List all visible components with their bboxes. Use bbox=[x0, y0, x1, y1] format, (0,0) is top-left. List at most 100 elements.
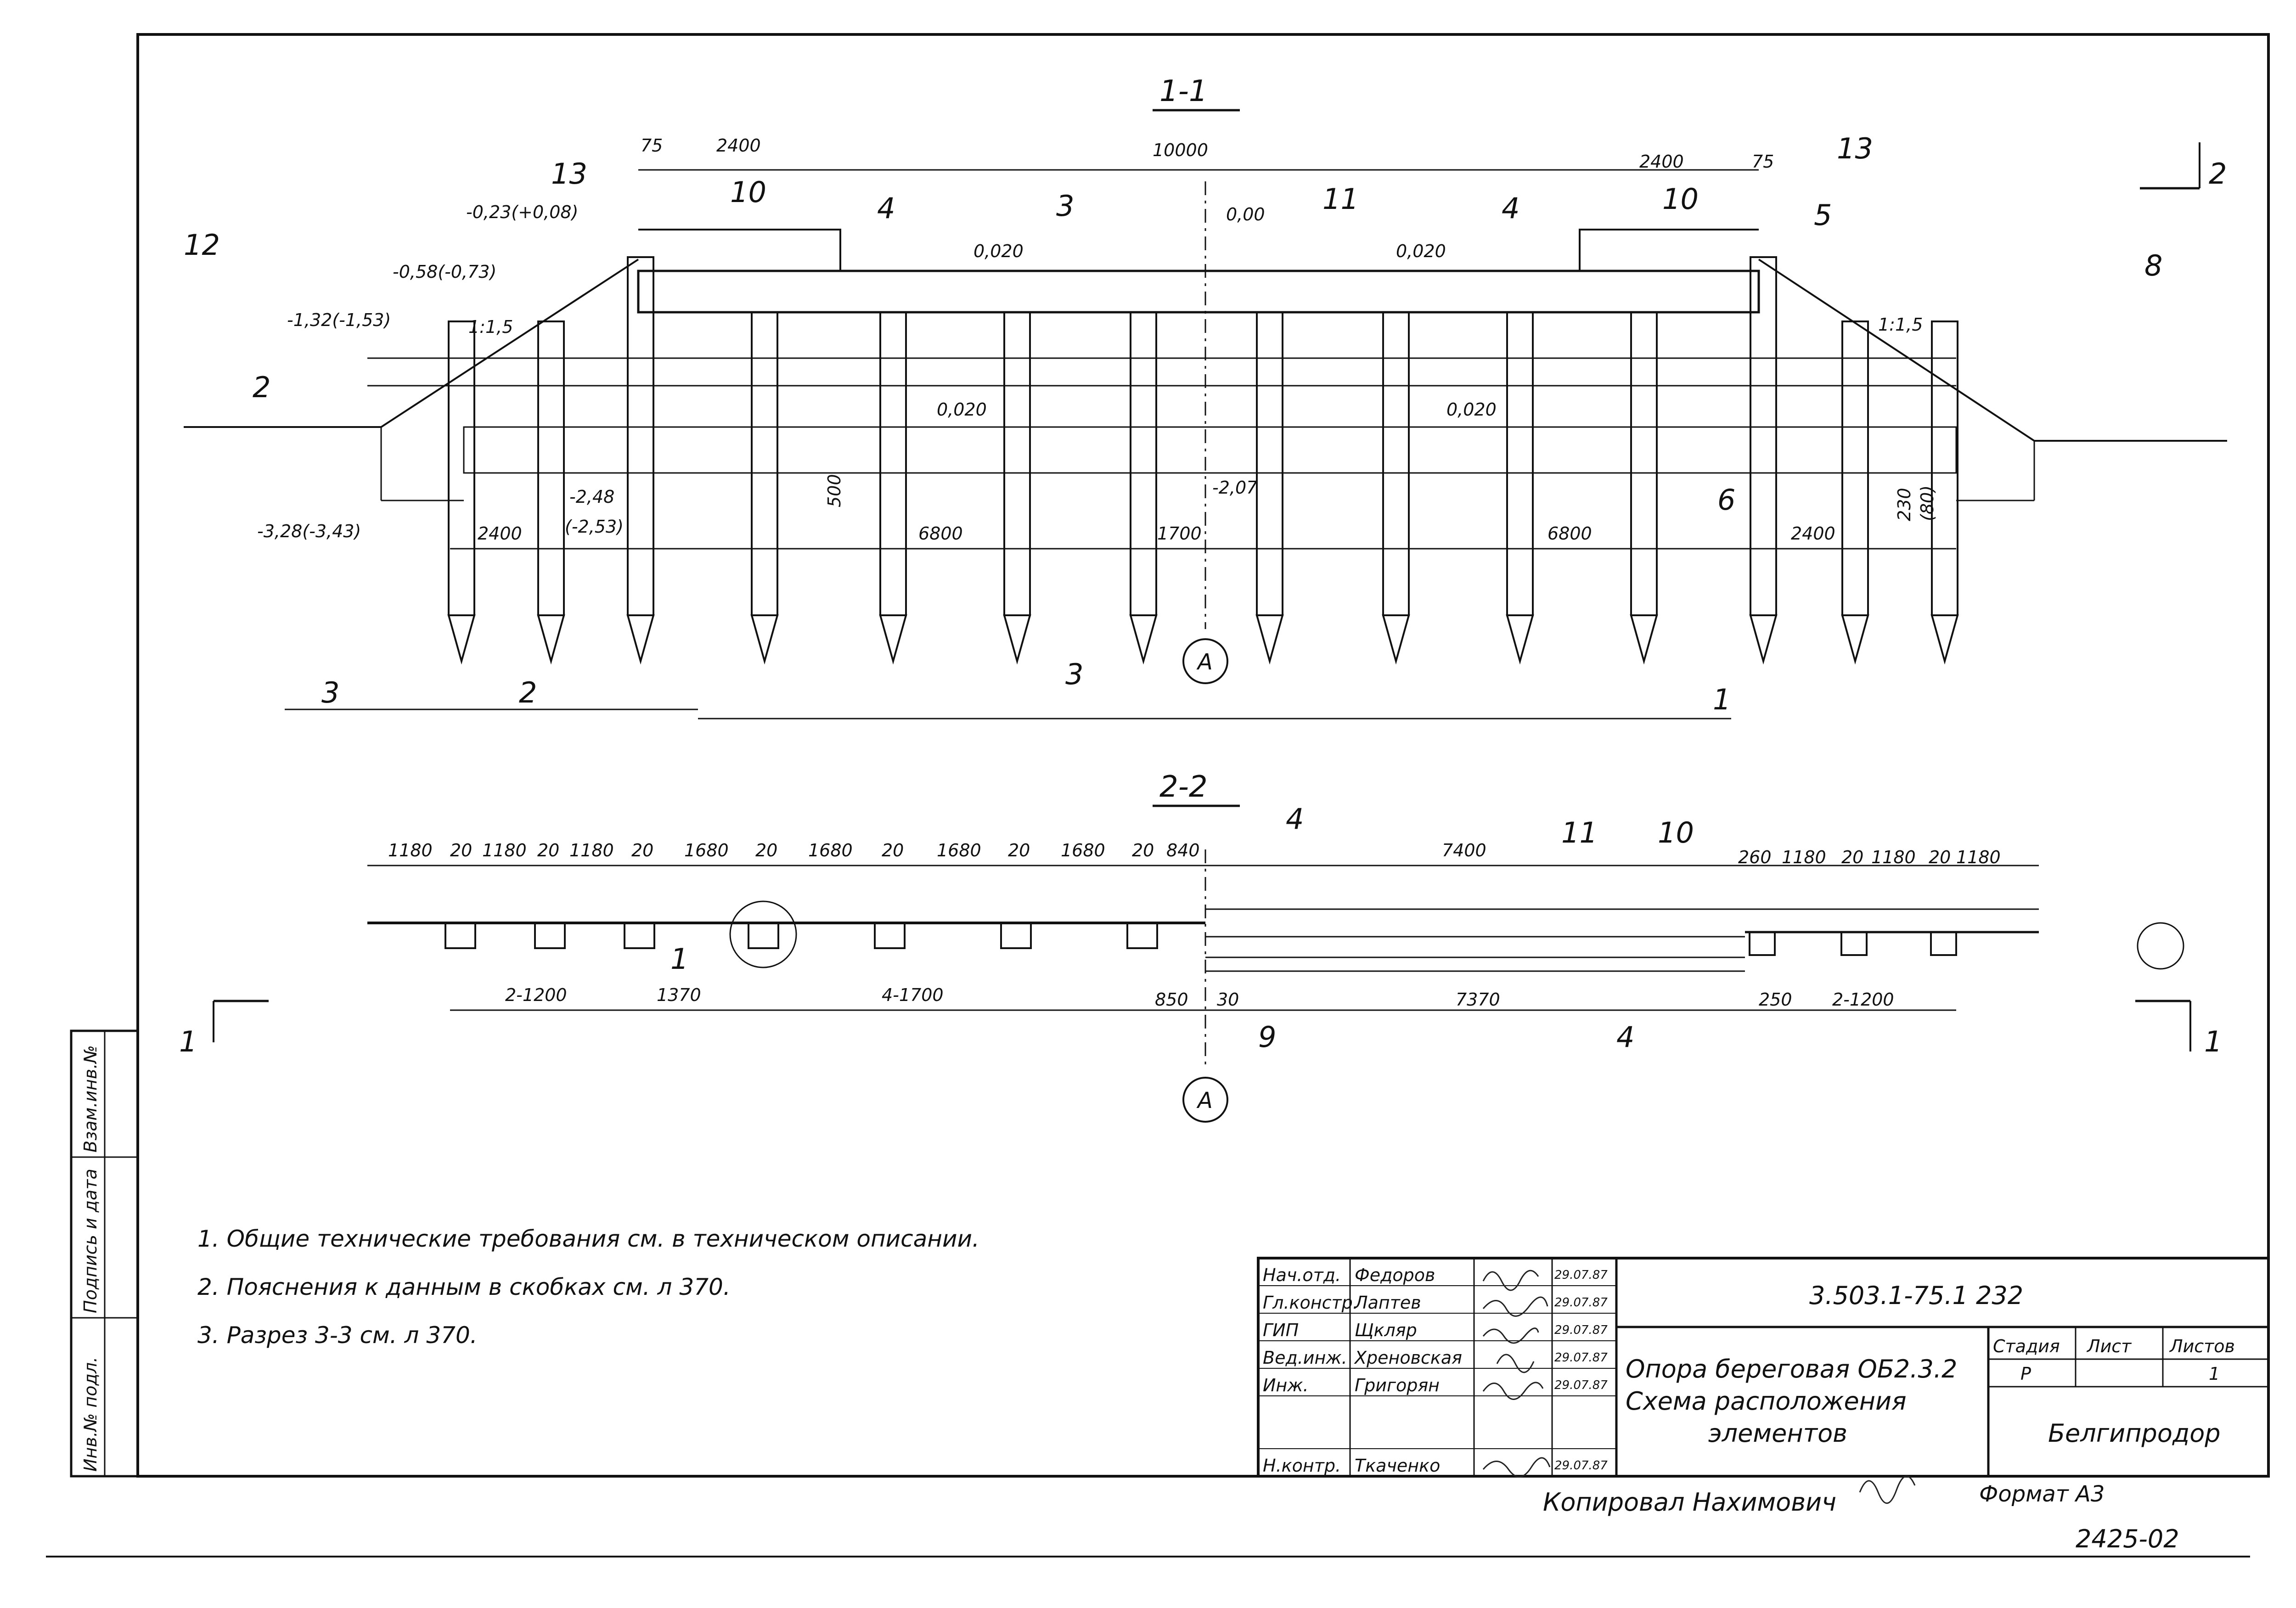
elev-low-left: -1,32(-1,53) bbox=[287, 310, 391, 330]
tb-date-3: 29.07.87 bbox=[1554, 1351, 1608, 1365]
tb-date-2: 29.07.87 bbox=[1554, 1323, 1608, 1337]
tb-role-2: ГИП bbox=[1263, 1320, 1299, 1340]
callout-12: 12 bbox=[184, 228, 220, 262]
callout22-10: 10 bbox=[1658, 816, 1694, 849]
d22-bot-7: 2-1200 bbox=[1832, 990, 1894, 1010]
dim-bot-6800-left: 6800 bbox=[918, 523, 963, 544]
left-embankment bbox=[184, 259, 639, 428]
tb-name-0: Федоров bbox=[1355, 1265, 1435, 1285]
section-mark-2: 2 bbox=[2209, 157, 2227, 191]
right-embankment bbox=[1758, 259, 2227, 442]
d22-top-0: 1180 bbox=[388, 840, 433, 860]
section-1-1-title: 1-1 bbox=[1159, 74, 1208, 108]
note-1: 1. Общие технические требования см. в те… bbox=[197, 1226, 979, 1252]
side-label-inv: Инв.№ подл. bbox=[80, 1357, 101, 1472]
detail-circle bbox=[729, 900, 797, 968]
dim-75-right: 75 bbox=[1752, 152, 1774, 172]
tb-name-1: Лаптев bbox=[1354, 1293, 1421, 1313]
dim-10000: 10000 bbox=[1153, 140, 1208, 160]
footer-number: 2425-02 bbox=[2076, 1524, 2179, 1553]
tb-role-4: Инж. bbox=[1263, 1375, 1309, 1395]
tb-title-2: Схема расположения bbox=[1626, 1387, 1907, 1416]
footer-copied: Копировал Нахимович bbox=[1543, 1488, 1836, 1517]
callout22-4-top: 4 bbox=[1286, 802, 1304, 836]
callout-10-left: 10 bbox=[730, 175, 766, 209]
tb-title-3: элементов bbox=[1708, 1419, 1847, 1448]
dim-230: 230 bbox=[1894, 488, 1914, 521]
callout-4-right: 4 bbox=[1502, 191, 1519, 225]
slope-ground-right: 0,020 bbox=[1446, 399, 1497, 420]
dim-2400-left: 2400 bbox=[716, 135, 761, 156]
d22-top-5: 20 bbox=[631, 840, 653, 860]
d22-top-7: 20 bbox=[755, 840, 777, 860]
d22-top-14: 840 bbox=[1166, 840, 1200, 860]
slope-ground-left: 0,020 bbox=[937, 399, 987, 420]
axis-marker-a-2 bbox=[1182, 1077, 1228, 1123]
callout-8: 8 bbox=[2144, 249, 2162, 282]
d22-top-13: 20 bbox=[1132, 840, 1154, 860]
section-1-1: 1-1 А bbox=[184, 74, 2227, 720]
note-3: 3. Разрез 3-3 см. л 370. bbox=[197, 1322, 478, 1349]
axis-label-a: А bbox=[1196, 649, 1213, 675]
d22-top-2: 1180 bbox=[482, 840, 527, 860]
tb-stage: Р bbox=[2020, 1364, 2031, 1384]
callout22-1: 1 bbox=[670, 942, 688, 976]
callout-3-top: 3 bbox=[1056, 189, 1074, 223]
side-label-vzam: Взам.инв.№ bbox=[80, 1045, 101, 1153]
callout22-9: 9 bbox=[1258, 1020, 1276, 1054]
d22-bot-4: 30 bbox=[1217, 990, 1239, 1010]
callout-11: 11 bbox=[1322, 182, 1359, 216]
tb-col-sheets: Листов bbox=[2169, 1336, 2235, 1356]
tb-name-3: Хреновская bbox=[1354, 1348, 1462, 1368]
tb-role-3: Вед.инж. bbox=[1263, 1348, 1347, 1368]
elev-top-left: -0,23(+0,08) bbox=[466, 202, 578, 222]
callout-2-bottom: 2 bbox=[519, 676, 537, 709]
dim-2400-right: 2400 bbox=[1639, 152, 1684, 172]
d22-top-21: 1180 bbox=[1956, 847, 2001, 867]
tb-date-1: 29.07.87 bbox=[1554, 1296, 1608, 1310]
tb-date-0: 29.07.87 bbox=[1554, 1268, 1608, 1282]
piles bbox=[447, 256, 1959, 665]
tb-col-sheet: Лист bbox=[2086, 1336, 2132, 1356]
deck-slab bbox=[637, 270, 1760, 314]
dim-75-left: 75 bbox=[641, 135, 663, 156]
signatures bbox=[1482, 1270, 1916, 1504]
soil-strip bbox=[463, 426, 1957, 474]
pile-heads bbox=[445, 922, 1957, 956]
drawing-frame bbox=[136, 33, 2270, 1478]
d22-bot-6: 250 bbox=[1759, 990, 1792, 1010]
tb-col-stage: Стадия bbox=[1993, 1336, 2060, 1356]
slope-deck-left: 0,020 bbox=[974, 241, 1024, 261]
dim-bot-2400-right: 2400 bbox=[1791, 523, 1835, 544]
slope-deck-right: 0,020 bbox=[1396, 241, 1446, 261]
elev-zero: 0,00 bbox=[1226, 204, 1265, 225]
callout-13-left: 13 bbox=[551, 157, 587, 191]
dim-bot-1700: 1700 bbox=[1157, 523, 1202, 544]
notes: 1. Общие технические требования см. в те… bbox=[197, 1226, 979, 1349]
elev-pile-left-alt: (-2,53) bbox=[565, 517, 624, 537]
callout22-11: 11 bbox=[1561, 816, 1598, 849]
d22-top-6: 1680 bbox=[684, 840, 729, 860]
section-2-2: 2-2 А 1180 20 1180 bbox=[179, 770, 2222, 1123]
d22-bot-3: 850 bbox=[1155, 990, 1188, 1010]
d22-top-17: 1180 bbox=[1782, 847, 1826, 867]
callout-13-right: 13 bbox=[1837, 132, 1873, 165]
section-2-2-title: 2-2 bbox=[1159, 770, 1208, 804]
tb-doc-code: 3.503.1-75.1 232 bbox=[1809, 1281, 2023, 1310]
callout-10-right: 10 bbox=[1662, 182, 1699, 216]
callout-3-mid: 3 bbox=[1065, 658, 1083, 691]
axis-end-circle bbox=[2137, 922, 2184, 970]
d22-top-20: 20 bbox=[1929, 847, 1951, 867]
d22-top-3: 20 bbox=[537, 840, 559, 860]
d22-bot-5: 7370 bbox=[1456, 990, 1500, 1010]
axis-label-a-2: А bbox=[1196, 1088, 1213, 1113]
d22-top-12: 1680 bbox=[1061, 840, 1105, 860]
slope-ratio-right: 1:1,5 bbox=[1878, 315, 1923, 335]
note-2: 2. Пояснения к данным в скобках см. л 37… bbox=[197, 1274, 731, 1300]
d22-top-15: 7400 bbox=[1442, 840, 1486, 860]
elev-bottom-left: -3,28(-3,43) bbox=[257, 521, 361, 541]
tb-date-4: 29.07.87 bbox=[1554, 1378, 1608, 1392]
elev-ground: -2,07 bbox=[1212, 478, 1257, 498]
tb-name-2: Щкляр bbox=[1355, 1320, 1417, 1340]
